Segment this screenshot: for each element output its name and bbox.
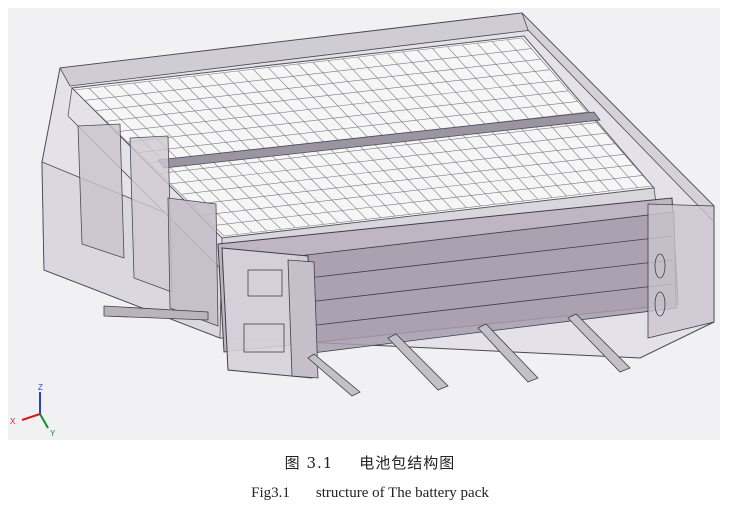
figure-caption-english: Fig3.1 structure of The battery pack <box>0 485 740 502</box>
cell-grid-line <box>95 58 541 112</box>
figure-title-cn: 电池包结构图 <box>359 454 456 472</box>
axis-triad: Z X Y <box>10 383 56 438</box>
y-axis-label: Y <box>50 429 56 438</box>
cell-grid-line <box>223 185 653 237</box>
z-axis-label: Z <box>38 383 43 392</box>
x-axis-label: X <box>10 417 16 426</box>
cell-grid-line <box>202 164 634 216</box>
cell-grid-line <box>213 175 643 226</box>
cell-grid-line <box>170 132 606 185</box>
cell-grid-line <box>84 48 532 101</box>
cell-grid-line <box>73 37 523 91</box>
figure-number-cn: 图 3.1 <box>284 454 334 472</box>
figure-title-en: structure of The battery pack <box>315 485 489 501</box>
figure-caption-chinese: 图 3.1 电池包结构图 <box>0 452 740 473</box>
x-axis-line <box>21 413 41 421</box>
cell-grid-line <box>181 143 615 195</box>
figure-number-en: Fig3.1 <box>251 485 290 501</box>
cell-grid-line <box>116 79 560 133</box>
mounting-rails <box>103 305 631 397</box>
battery-pack-drawing: Z X Y <box>8 8 720 440</box>
cell-grid-line <box>138 101 578 153</box>
cell-grid-line <box>127 90 569 143</box>
front-plates <box>217 197 679 355</box>
y-axis-line <box>39 413 49 429</box>
terminal-block <box>221 247 319 379</box>
cell-grid-line <box>159 122 597 174</box>
battery-pack-figure: Z X Y <box>8 8 720 440</box>
left-end-plates <box>77 123 219 327</box>
right-end-plate <box>647 203 715 339</box>
cell-grid-line <box>106 69 550 122</box>
cell-grid-line <box>191 153 625 206</box>
